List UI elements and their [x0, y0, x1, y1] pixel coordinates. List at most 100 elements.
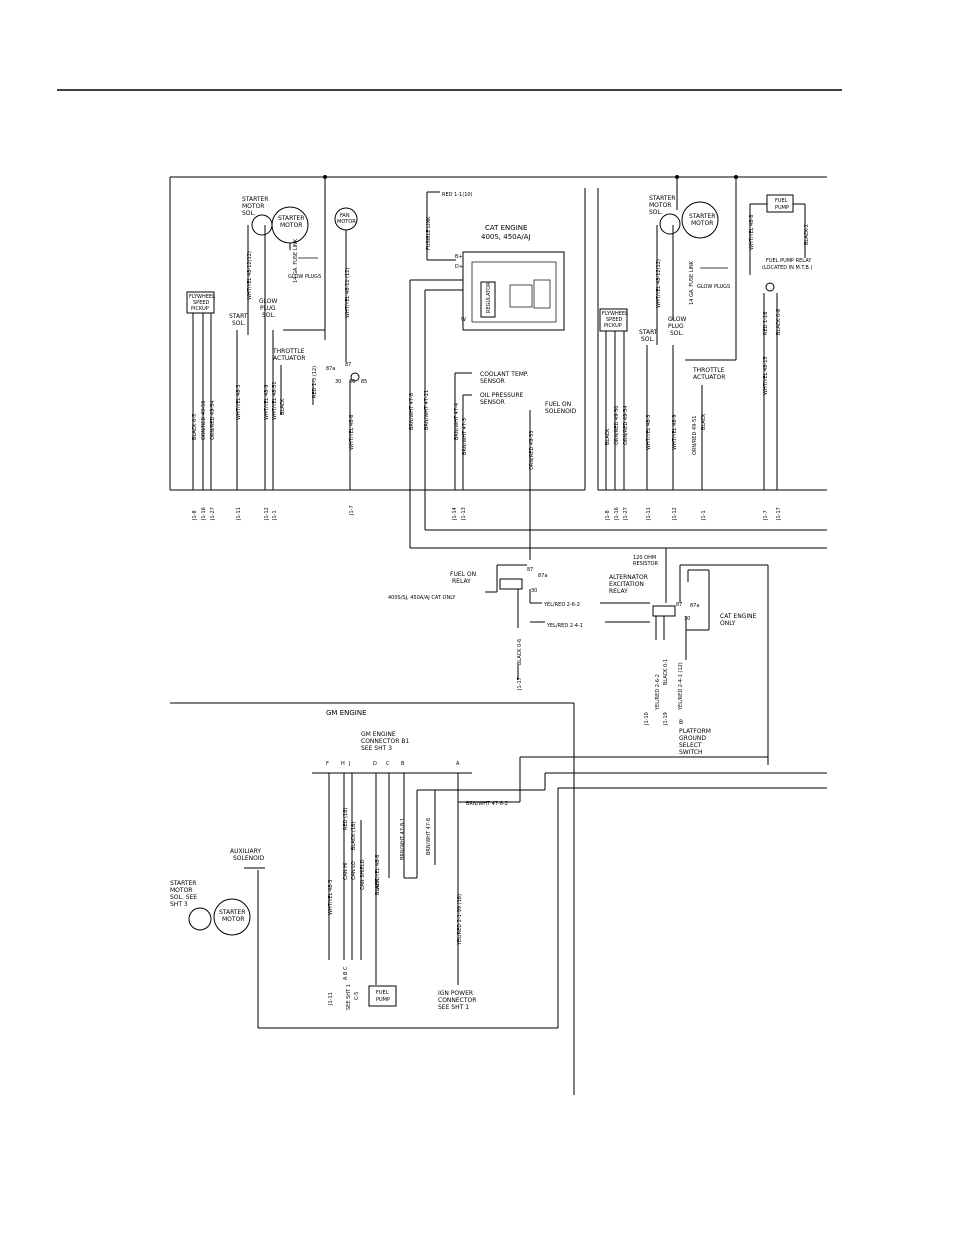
left-connectors: J1-8 J1-16 J1-27 J1-11 J1-12 J1-1 J1-7 J… [192, 505, 467, 521]
wire-label: MOTOR [691, 220, 713, 227]
wire-label: RED 1-16 [763, 312, 769, 335]
wire-label: SOL. [649, 209, 663, 216]
wire-label: YEL/RED 2-4-1 (12) [678, 662, 684, 711]
wire-label: RELAY [609, 588, 628, 595]
wire-label: FLYWHEEL [189, 294, 215, 300]
wire-label: SOL. [641, 336, 655, 343]
wire-label: SELECT [679, 742, 702, 749]
wire-label: 14 GA. FUSE LINK [689, 260, 695, 305]
right-throttle: THROTTLE ACTUATOR BLACK ORN/RED 49-51 [692, 367, 725, 490]
wire-label: B [401, 761, 405, 767]
wire-label: MOTOR [222, 916, 244, 923]
wire-label: GM ENGINE [326, 709, 367, 717]
right-start-glow: START SOL. GLOW PLUG SOL. 14 GA. FUSE LI… [639, 225, 730, 490]
wire-label: 86 [349, 379, 355, 385]
wire-label: J1-17 [517, 677, 523, 691]
right-starter-group: STARTER MOTOR SOL. STARTER MOTOR [649, 177, 737, 361]
wire-label: SPEED [606, 317, 623, 323]
wire-label: J1-13 [461, 507, 467, 521]
wire-label: STARTER [649, 195, 675, 202]
wire-label: START [639, 329, 658, 336]
wire-label: J1-11 [646, 507, 652, 521]
wire-label: SEE SHT 1 [438, 1004, 469, 1011]
wire-label: BLACK [605, 428, 611, 445]
wire-label: BLACK-2 [804, 224, 810, 245]
left-fan-motor: FAN MOTOR [334, 207, 358, 362]
wire-label: FUEL [376, 990, 389, 996]
wire-label: (LOCATED IN M.T.B.) [762, 265, 812, 271]
wire-label: PICKUP [604, 323, 622, 329]
wire-label: WHT/YEL 48-12(12) [656, 259, 662, 308]
wire-label: J1-8 [605, 510, 611, 521]
wire-label: START [229, 313, 248, 320]
wire-label: B [679, 719, 683, 726]
wire-label: PLATFORM [679, 728, 711, 735]
wire-label: 87 [527, 567, 533, 573]
wire-label: J [348, 761, 350, 767]
wire-label: PLUG [260, 305, 276, 312]
wire-label: FUEL ON [450, 571, 476, 578]
wire-label: J1-11 [236, 507, 242, 521]
wire-label: C-5 [354, 992, 360, 1000]
wire-label: C [386, 761, 390, 767]
wire-label: ORN/RED 49-51 [692, 416, 698, 455]
wire-label: 87a [690, 603, 699, 609]
wire-label: WHT/YEL 48-51 [272, 381, 278, 420]
wire-label: RELAY [452, 578, 471, 585]
wire-label: J1-17 [776, 507, 782, 521]
wire-label: D [373, 761, 377, 767]
wire-label: 30 [684, 616, 690, 622]
wire-label: 14 GA. FUSE LINK [293, 238, 299, 283]
wire-label: BRN/WHT 47-4 [454, 403, 460, 440]
wire-label: CONNECTOR B1 [361, 738, 409, 745]
wire-label: BLACK (18) [351, 822, 357, 850]
wire-label: 400S/SJ, 450A/AJ CAT ONLY [388, 595, 456, 601]
wire-label: J1-8 [192, 510, 198, 521]
wire-label: EXCITATION [609, 581, 644, 588]
wire-label: SENSOR [480, 399, 505, 406]
wire-label: 120 OHM [633, 555, 656, 561]
wire-label: 87a [538, 573, 547, 579]
wire-label: RED 1-3 (12) [312, 366, 318, 398]
wire-label: MOTOR [170, 887, 192, 894]
wire-label: BLACK 0-6 [517, 639, 523, 665]
wire-label: BLACK [701, 413, 707, 430]
wire-label: J1-27 [623, 507, 629, 521]
wire-label: THROTTLE [692, 367, 725, 374]
wire-label: WHT/YEL 48-8 [749, 215, 755, 250]
wire-label: GLOW PLUGS [288, 274, 321, 280]
wire-label: STARTER [689, 213, 715, 220]
wire-label: 87 [345, 362, 351, 368]
wire-label: WHT/YEL 48-6 [349, 415, 355, 450]
bus-lines [169, 175, 827, 491]
right-fuel-pump: FUEL PUMP BLACK-2 WHT/YEL 48-8 FUEL PUMP… [749, 194, 812, 490]
wire-label: STARTER [219, 909, 245, 916]
wire-label: BLACK [375, 878, 381, 895]
wire-label: J1-19 [663, 712, 669, 726]
wire-label: J1-10 [644, 712, 650, 726]
left-start-sol: START SOL. [229, 225, 249, 490]
left-starter-group: STARTER MOTOR SOL. STARTER MOTOR [242, 177, 326, 340]
left-wire-labels: BLACK 0-5 ORN/RED 49-50 ORN/RED 49-54 WH… [192, 251, 355, 450]
wire-label: STARTER [242, 196, 268, 203]
wire-label: 30 [335, 379, 341, 385]
wire-label: GROUND [679, 735, 706, 742]
wire-label: ORN/RED 49-54 [623, 406, 629, 445]
wire-label: BLACK [280, 398, 286, 415]
wire-label: WHT/YEL 48-9 [264, 385, 270, 420]
wire-label: CAN LO [351, 861, 357, 880]
wire-label: ALTERNATOR [609, 574, 648, 581]
left-glow-plug: GLOW PLUG SOL. 14 GA. FUSE LINK GLOW PLU… [259, 225, 325, 490]
wire-label: ACTUATOR [693, 374, 725, 381]
wire-label: CAN SHIELD [360, 859, 366, 890]
wire-label: SEE SHT 3 [361, 745, 392, 752]
wire-label: SOL. [262, 312, 276, 319]
wire-label: ONLY [720, 620, 736, 627]
alternator-excitation-relay: 120 OHM RESISTOR ALTERNATOR EXCITATION R… [609, 548, 769, 765]
wire-label: CAN HI [343, 863, 349, 880]
wire-label: J1-7 [349, 505, 355, 516]
wire-label: A [456, 761, 460, 767]
wire-label: FUEL [775, 198, 788, 204]
wire-label: J1-12 [264, 507, 270, 521]
